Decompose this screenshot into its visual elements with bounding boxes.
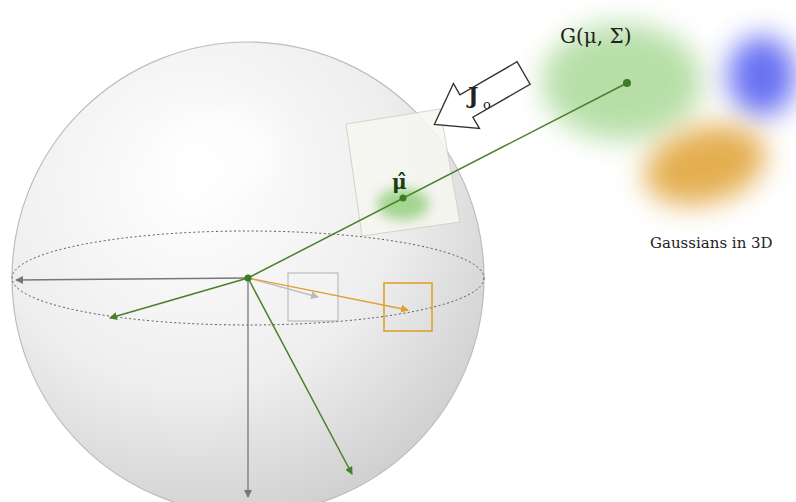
jacobian-subscript: o (483, 98, 491, 111)
jacobian-label: J (468, 84, 478, 106)
caption-label: Gaussians in 3D (650, 236, 773, 251)
mean-label: μ̂ (392, 172, 407, 192)
gaussian-label: G(μ, Σ) (560, 26, 631, 46)
